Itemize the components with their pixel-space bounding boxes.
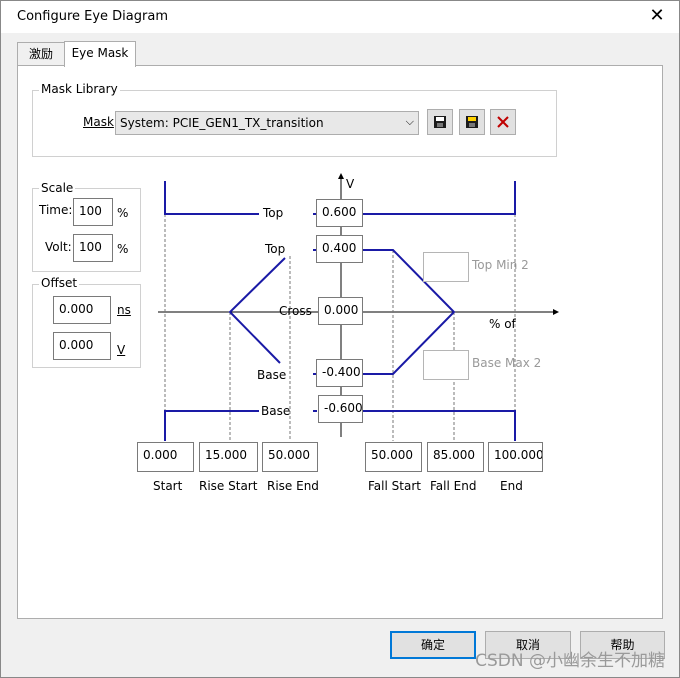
offset-group-label: Offset xyxy=(39,276,80,290)
fall-start-label: Fall Start xyxy=(368,479,421,493)
chevron-down-icon: ⌵ xyxy=(405,115,414,128)
rise-end-value: 50.000 xyxy=(268,448,310,462)
cancel-button[interactable]: 取消 xyxy=(485,631,571,659)
scale-group-label: Scale xyxy=(39,181,76,195)
volt-offset-input[interactable]: 0.000 xyxy=(53,332,111,360)
rise-start-value: 15.000 xyxy=(205,448,247,462)
floppy-disk-save-as-icon xyxy=(466,116,478,128)
base-outer-input[interactable]: -0.600 xyxy=(318,395,363,423)
ok-button[interactable]: 确定 xyxy=(390,631,476,659)
v-axis-label: V xyxy=(346,177,355,191)
mask-label: Mask xyxy=(83,115,114,129)
cancel-button-label: 取消 xyxy=(515,638,540,652)
eye-mask-panel xyxy=(17,65,663,619)
end-input[interactable]: 100.000 xyxy=(488,442,543,472)
volt-scale-value: 100 xyxy=(79,240,102,254)
base-inner-value: -0.400 xyxy=(322,365,361,379)
rise-end-label: Rise End xyxy=(267,479,319,493)
time-scale-input[interactable]: 100 xyxy=(73,198,113,226)
mask-select-value: System: PCIE_GEN1_TX_transition xyxy=(120,116,324,130)
time-offset-unit: ns xyxy=(117,303,131,317)
top-mask-right xyxy=(362,181,516,215)
ok-button-label: 确定 xyxy=(420,638,445,652)
volt-offset-value: 0.000 xyxy=(59,338,94,352)
close-icon[interactable]: ✕ xyxy=(649,5,665,26)
delete-x-icon xyxy=(497,116,509,128)
base-inner-input[interactable]: -0.400 xyxy=(316,359,363,387)
help-button-label: 帮助 xyxy=(610,638,635,652)
help-button[interactable]: 帮助 xyxy=(580,631,665,659)
guide-lines xyxy=(164,214,516,441)
watermark: CSDN @小幽余生不加糖 xyxy=(475,651,665,671)
top-inner-value: 0.400 xyxy=(322,241,357,255)
floppy-disk-icon xyxy=(434,116,446,128)
x-axis-arrow-icon xyxy=(553,309,559,315)
time-offset-input[interactable]: 0.000 xyxy=(53,296,111,324)
mask-select[interactable]: System: PCIE_GEN1_TX_transition ⌵ xyxy=(115,111,419,135)
top-mask-left xyxy=(164,181,259,215)
cross-value: 0.000 xyxy=(324,303,359,317)
base-outer-value: -0.600 xyxy=(324,401,363,415)
mask-library-group-label: Mask Library xyxy=(39,82,120,96)
mask-region-lines xyxy=(164,181,516,441)
fall-start-value: 50.000 xyxy=(371,448,413,462)
tab-label: Eye Mask xyxy=(71,46,129,60)
time-offset-value: 0.000 xyxy=(59,302,94,316)
volt-offset-unit: V xyxy=(117,343,126,357)
cross-input[interactable]: 0.000 xyxy=(318,297,363,325)
rise-start-label: Rise Start xyxy=(199,479,258,493)
mask-library-group xyxy=(32,90,557,157)
top-min-2-input[interactable] xyxy=(423,252,469,282)
end-label: End xyxy=(500,479,523,493)
fall-end-input[interactable]: 85.000 xyxy=(427,442,484,472)
tab-eye-mask[interactable]: Eye Mask xyxy=(64,41,136,67)
fall-end-value: 85.000 xyxy=(433,448,475,462)
x-axis-label: % of xyxy=(489,317,516,331)
start-label: Start xyxy=(153,479,183,493)
base-outer-label: Base xyxy=(261,404,291,418)
window-title: Configure Eye Diagram xyxy=(17,9,168,24)
base-inner-label: Base xyxy=(257,368,287,382)
base-mask-right xyxy=(362,410,516,441)
base-max-2-input[interactable] xyxy=(423,350,469,380)
top-outer-label: Top xyxy=(263,206,284,220)
top-outer-input[interactable]: 0.600 xyxy=(316,199,363,227)
delete-mask-button[interactable] xyxy=(490,109,516,135)
start-value: 0.000 xyxy=(143,448,178,462)
top-inner-label: Top xyxy=(265,242,286,256)
end-value: 100.000 xyxy=(494,448,543,462)
base-max-2-label: Base Max 2 xyxy=(472,356,542,370)
time-scale-label: Time: xyxy=(39,203,73,217)
center-mask-left xyxy=(228,257,286,364)
scale-group xyxy=(32,188,141,272)
v-axis-arrow-icon xyxy=(338,173,344,179)
save-mask-button[interactable] xyxy=(427,109,453,135)
tab-label: 激励 xyxy=(28,47,53,61)
fall-end-label: Fall End xyxy=(430,479,477,493)
base-mask-left xyxy=(164,410,259,441)
top-min-2-label: Top Min 2 xyxy=(472,258,529,272)
save-as-mask-button[interactable] xyxy=(459,109,485,135)
rise-end-input[interactable]: 50.000 xyxy=(262,442,318,472)
volt-scale-label: Volt: xyxy=(45,240,72,254)
rise-start-input[interactable]: 15.000 xyxy=(199,442,258,472)
top-inner-input[interactable]: 0.400 xyxy=(316,235,363,263)
cross-label: Cross xyxy=(279,304,312,318)
time-scale-value: 100 xyxy=(79,204,102,218)
title-bar: Configure Eye Diagram ✕ xyxy=(1,1,679,33)
fall-start-input[interactable]: 50.000 xyxy=(365,442,422,472)
top-outer-value: 0.600 xyxy=(322,205,357,219)
offset-group xyxy=(32,284,141,368)
volt-scale-unit: % xyxy=(117,242,129,256)
time-scale-unit: % xyxy=(117,206,129,220)
center-mask-right xyxy=(362,249,456,375)
volt-scale-input[interactable]: 100 xyxy=(73,234,113,262)
start-input[interactable]: 0.000 xyxy=(137,442,194,472)
